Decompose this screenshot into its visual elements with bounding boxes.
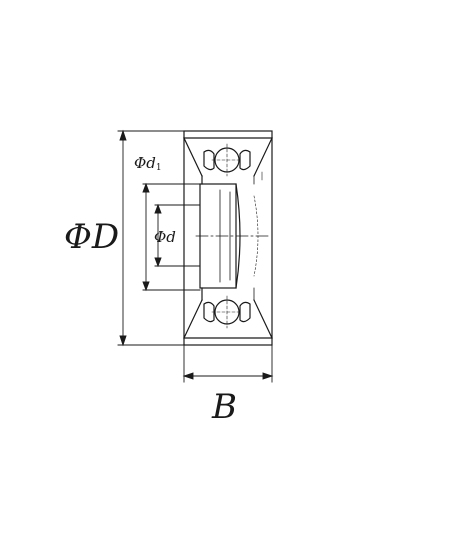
inner-diameter-label: Φd1 — [134, 156, 162, 173]
outer-diameter-label: ΦD — [64, 217, 120, 257]
outer-diameter-dimension — [117, 129, 185, 347]
bearing-outer-ring — [183, 130, 273, 346]
inner-diameter-label-prefix: Φd — [134, 154, 156, 172]
width-label: B — [212, 387, 237, 427]
bearing-ball-top — [203, 143, 263, 181]
width-dimension — [182, 344, 274, 383]
bearing-inner-ring — [199, 175, 259, 301]
inner-diameter-dimension — [142, 182, 201, 292]
bore-diameter-dimension — [154, 203, 201, 268]
bore-diameter-label: Φd — [154, 228, 176, 246]
bearing-ball-bottom — [203, 295, 251, 329]
inner-diameter-label-subscript: 1 — [155, 163, 162, 173]
